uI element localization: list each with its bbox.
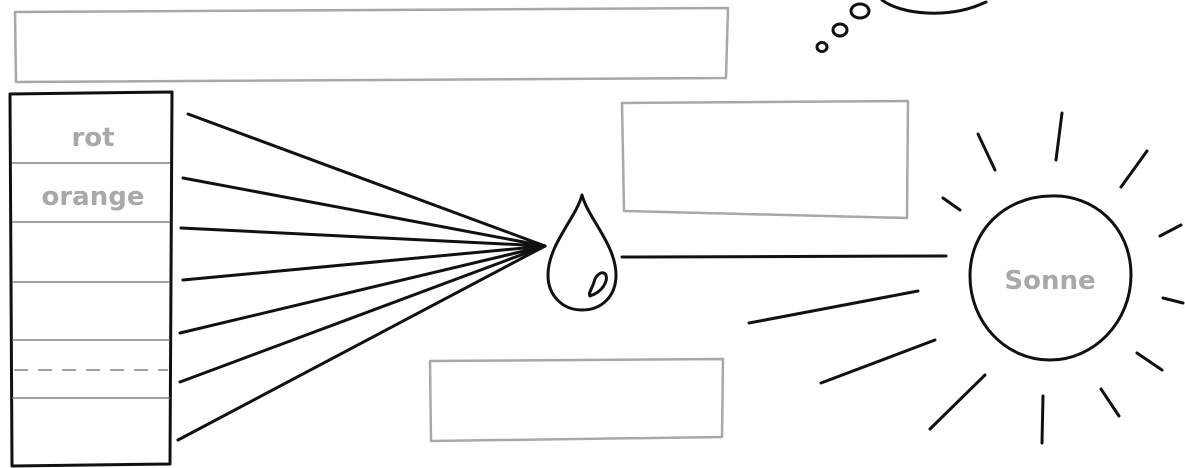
spectrum-color-1: rot (71, 123, 114, 153)
spectrum-color-2: orange (42, 182, 145, 212)
sun-label: Sonne (1004, 266, 1095, 296)
answer-box-bottom[interactable] (430, 359, 723, 441)
answer-box-middle[interactable] (622, 101, 908, 218)
sun-icon (749, 113, 1183, 443)
sunlight-ray (622, 256, 946, 257)
water-drop-icon (548, 195, 616, 310)
spectrum-table: rot orange (10, 92, 172, 466)
thought-bubble (817, 0, 986, 52)
light-rays (178, 114, 545, 440)
answer-box-top[interactable] (15, 8, 728, 82)
